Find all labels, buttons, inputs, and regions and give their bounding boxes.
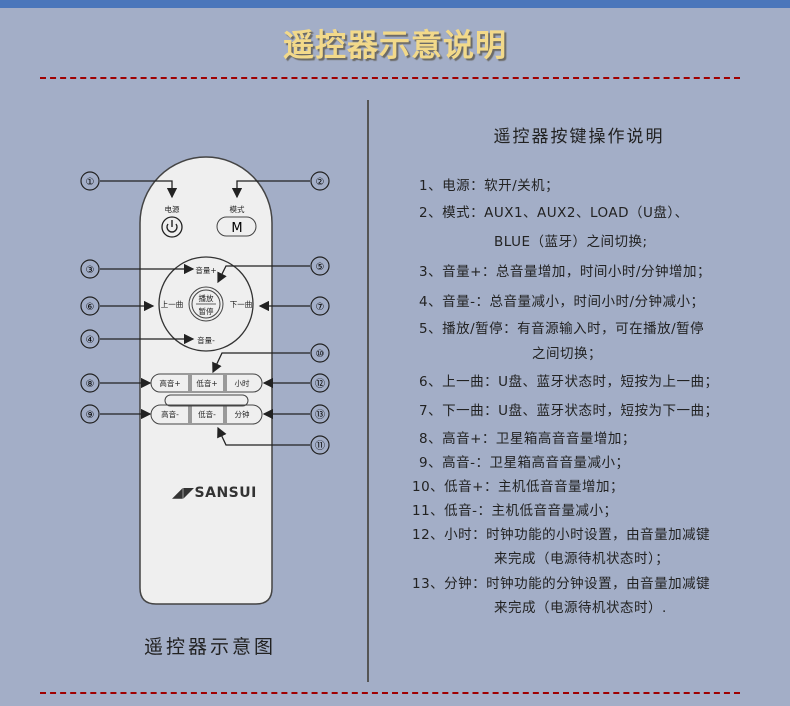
instruction-line: 6、上一曲：U盘、蓝牙状态时，短按为上一曲； bbox=[419, 374, 719, 390]
power-label: 电源 bbox=[165, 204, 180, 214]
callout-number: ⑩ bbox=[316, 349, 325, 360]
callout-number: ② bbox=[316, 177, 325, 188]
instruction-line: 之间切换； bbox=[532, 346, 602, 362]
callout-number: ① bbox=[86, 177, 95, 188]
callout-number: ⑤ bbox=[316, 262, 325, 273]
callout-number: ⑧ bbox=[86, 379, 95, 390]
center-bar bbox=[164, 394, 249, 407]
callout-circle bbox=[310, 171, 330, 191]
pause-label: 暂停 bbox=[199, 306, 214, 316]
callout-number: ⑪ bbox=[315, 440, 325, 452]
instruction-line: 1、电源：软开/关机； bbox=[419, 178, 560, 194]
treble-up-button: 高音+ bbox=[159, 378, 180, 388]
instruction-line: 10、低音+：主机低音音量增加； bbox=[412, 479, 624, 495]
mode-label: 模式 bbox=[230, 204, 245, 214]
remote-diagram: 电源 模式 M 播放 暂停 音量+ 音量- 上一曲 下一曲 高音+ 低音+ 小时… bbox=[80, 156, 330, 605]
page-title: 遥控器示意说明 bbox=[283, 28, 507, 64]
callout-circle bbox=[310, 404, 330, 424]
callout-number: ⑦ bbox=[316, 302, 325, 313]
play-pause-button bbox=[188, 286, 224, 322]
next-label: 下一曲 bbox=[230, 299, 253, 309]
instruction-line: 2、模式：AUX1、AUX2、LOAD（U盘）、 bbox=[419, 205, 689, 221]
bass-up-button: 低音+ bbox=[196, 378, 217, 388]
callout-circle bbox=[310, 435, 330, 455]
play-label: 播放 bbox=[199, 293, 214, 303]
instruction-line: 5、播放/暂停：有音源输入时，可在播放/暂停 bbox=[419, 321, 705, 337]
callout-number: ⑬ bbox=[315, 409, 325, 421]
callout-number: ③ bbox=[86, 265, 95, 276]
callout-circle bbox=[310, 373, 330, 393]
brand-name: SANSUI bbox=[194, 485, 257, 501]
instruction-line: 12、小时：时钟功能的小时设置，由音量加减键 bbox=[412, 527, 711, 543]
instruction-line: 13、分钟：时钟功能的分钟设置，由音量加减键 bbox=[412, 576, 711, 592]
instruction-line: 8、高音+：卫星箱高音音量增加； bbox=[419, 431, 636, 447]
callout-number: ④ bbox=[86, 335, 95, 346]
callout-circle bbox=[80, 329, 100, 349]
callout-circle bbox=[80, 404, 100, 424]
callout-arrows bbox=[100, 180, 310, 446]
instruction-line: 3、音量+：总音量增加，时间小时/分钟增加； bbox=[419, 264, 711, 280]
mode-button[interactable] bbox=[216, 216, 257, 237]
callout-circle bbox=[80, 296, 100, 316]
treble-down-button: 高音- bbox=[161, 409, 179, 419]
callout-circle bbox=[310, 256, 330, 276]
bass-down-button: 低音- bbox=[198, 409, 216, 419]
callout-circle bbox=[310, 343, 330, 363]
instruction-line: 4、音量-：总音量减小，时间小时/分钟减小； bbox=[419, 294, 705, 310]
instruction-line: BLUE（蓝牙）之间切换; bbox=[494, 234, 648, 250]
minute-button: 分钟 bbox=[235, 409, 250, 419]
hour-button: 小时 bbox=[235, 378, 250, 388]
brand-logo: ◢◤SANSUI bbox=[172, 485, 257, 501]
nav-pad bbox=[158, 256, 254, 352]
callout-circle bbox=[80, 259, 100, 279]
power-icon bbox=[166, 223, 178, 233]
callout-circle bbox=[80, 171, 100, 191]
instructions-title: 遥控器按键操作说明 bbox=[493, 127, 665, 147]
divider-bottom bbox=[40, 692, 740, 694]
top-bar bbox=[0, 0, 790, 8]
instruction-line: 来完成（电源待机状态时）. bbox=[494, 600, 667, 616]
vol-down-label: 音量- bbox=[197, 335, 215, 345]
callout-number: ⑫ bbox=[315, 378, 325, 390]
divider-top bbox=[40, 77, 740, 79]
callout-number: ⑨ bbox=[86, 410, 95, 421]
instruction-line: 9、高音-：卫星箱高音音量减小； bbox=[419, 455, 630, 471]
callout-circle bbox=[310, 296, 330, 316]
prev-label: 上一曲 bbox=[161, 299, 184, 309]
diagram-caption: 遥控器示意图 bbox=[143, 636, 276, 658]
instruction-line: 11、低音-：主机低音音量减小； bbox=[412, 503, 618, 519]
vertical-divider bbox=[367, 100, 369, 682]
callout-number: ⑥ bbox=[86, 302, 95, 313]
callout-circle bbox=[80, 373, 100, 393]
instruction-line: 来完成（电源待机状态时）； bbox=[494, 551, 670, 567]
vol-up-label: 音量+ bbox=[195, 265, 216, 275]
power-button[interactable] bbox=[161, 216, 183, 238]
mode-key: M bbox=[231, 221, 242, 236]
instruction-line: 7、下一曲：U盘、蓝牙状态时，短按为下一曲； bbox=[419, 403, 719, 419]
